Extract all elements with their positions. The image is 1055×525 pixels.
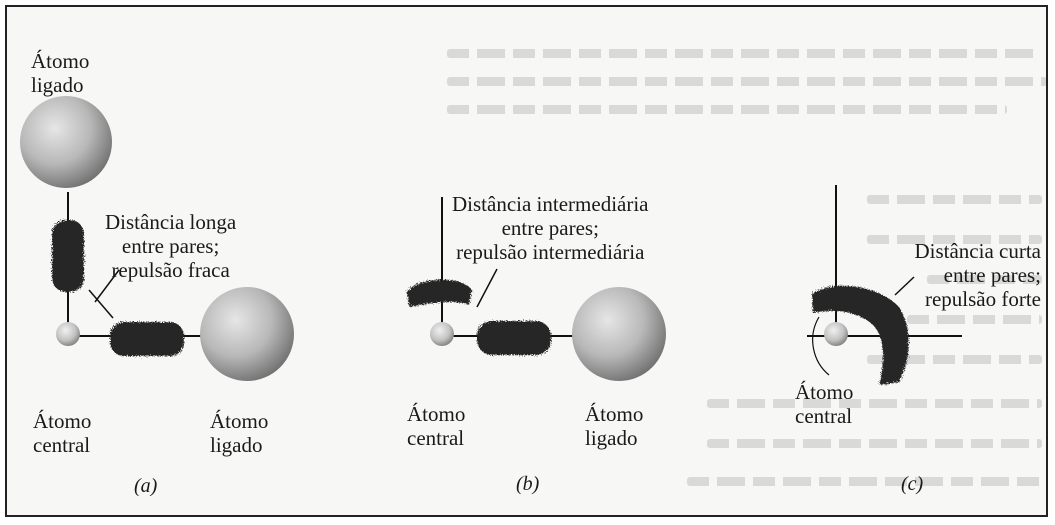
panel-c-caption: (c): [901, 473, 924, 495]
panel-c-lone-pairs: [812, 285, 909, 385]
panel-a-horizontal-lone-pair: [110, 322, 184, 356]
panel-c-central-atom: [824, 322, 848, 346]
panel-b-bonded-atom: [572, 287, 666, 381]
panel-a-vertical-lone-pair: [52, 220, 84, 292]
panel-c-pair-label: Distância curta entre pares; repulsão fo…: [914, 239, 1041, 311]
panel-a-bonded-atom-top: [20, 96, 112, 188]
panel-a-pointer-1: [88, 289, 114, 319]
panel-b-caption: (b): [516, 473, 540, 495]
panel-c-pair-pointer: [894, 276, 915, 296]
panel-b-central-atom-label: Átomo central: [407, 402, 466, 450]
panel-b-central-atom: [430, 322, 454, 346]
panel-b-bonded-atom-label: Átomo ligado: [585, 402, 644, 450]
panel-a-central-atom-label: Átomo central: [33, 409, 92, 457]
panel-a-pair-label: Distância longa entre pares; repulsão fr…: [105, 210, 237, 282]
panel-b-upper-lone-pair: [407, 279, 472, 307]
panel-b-graphics: [407, 197, 666, 381]
panel-b-horizontal-lone-pair: [477, 321, 551, 355]
diagram-graphics: [20, 96, 962, 385]
panel-a-bonded-atom-top-label: Átomo ligado: [31, 49, 90, 97]
panel-c-central-pointer: [812, 316, 830, 376]
panel-c-graphics: [807, 185, 962, 385]
panel-b-pair-label: Distância intermediária entre pares; rep…: [452, 192, 649, 264]
panel-a-caption: (a): [134, 475, 158, 497]
panel-a-graphics: [20, 96, 294, 381]
panel-b-pointer: [476, 268, 498, 308]
panel-a-bonded-atom-right-label: Átomo ligado: [210, 409, 269, 457]
figure-frame: Átomo ligado Distância longa entre pares…: [5, 5, 1048, 517]
panel-c-central-atom-label: Átomo central: [795, 380, 854, 428]
panel-a-bonded-atom-right: [200, 287, 294, 381]
panel-a-central-atom: [56, 322, 80, 346]
panel-a-pointer-2: [94, 269, 120, 303]
